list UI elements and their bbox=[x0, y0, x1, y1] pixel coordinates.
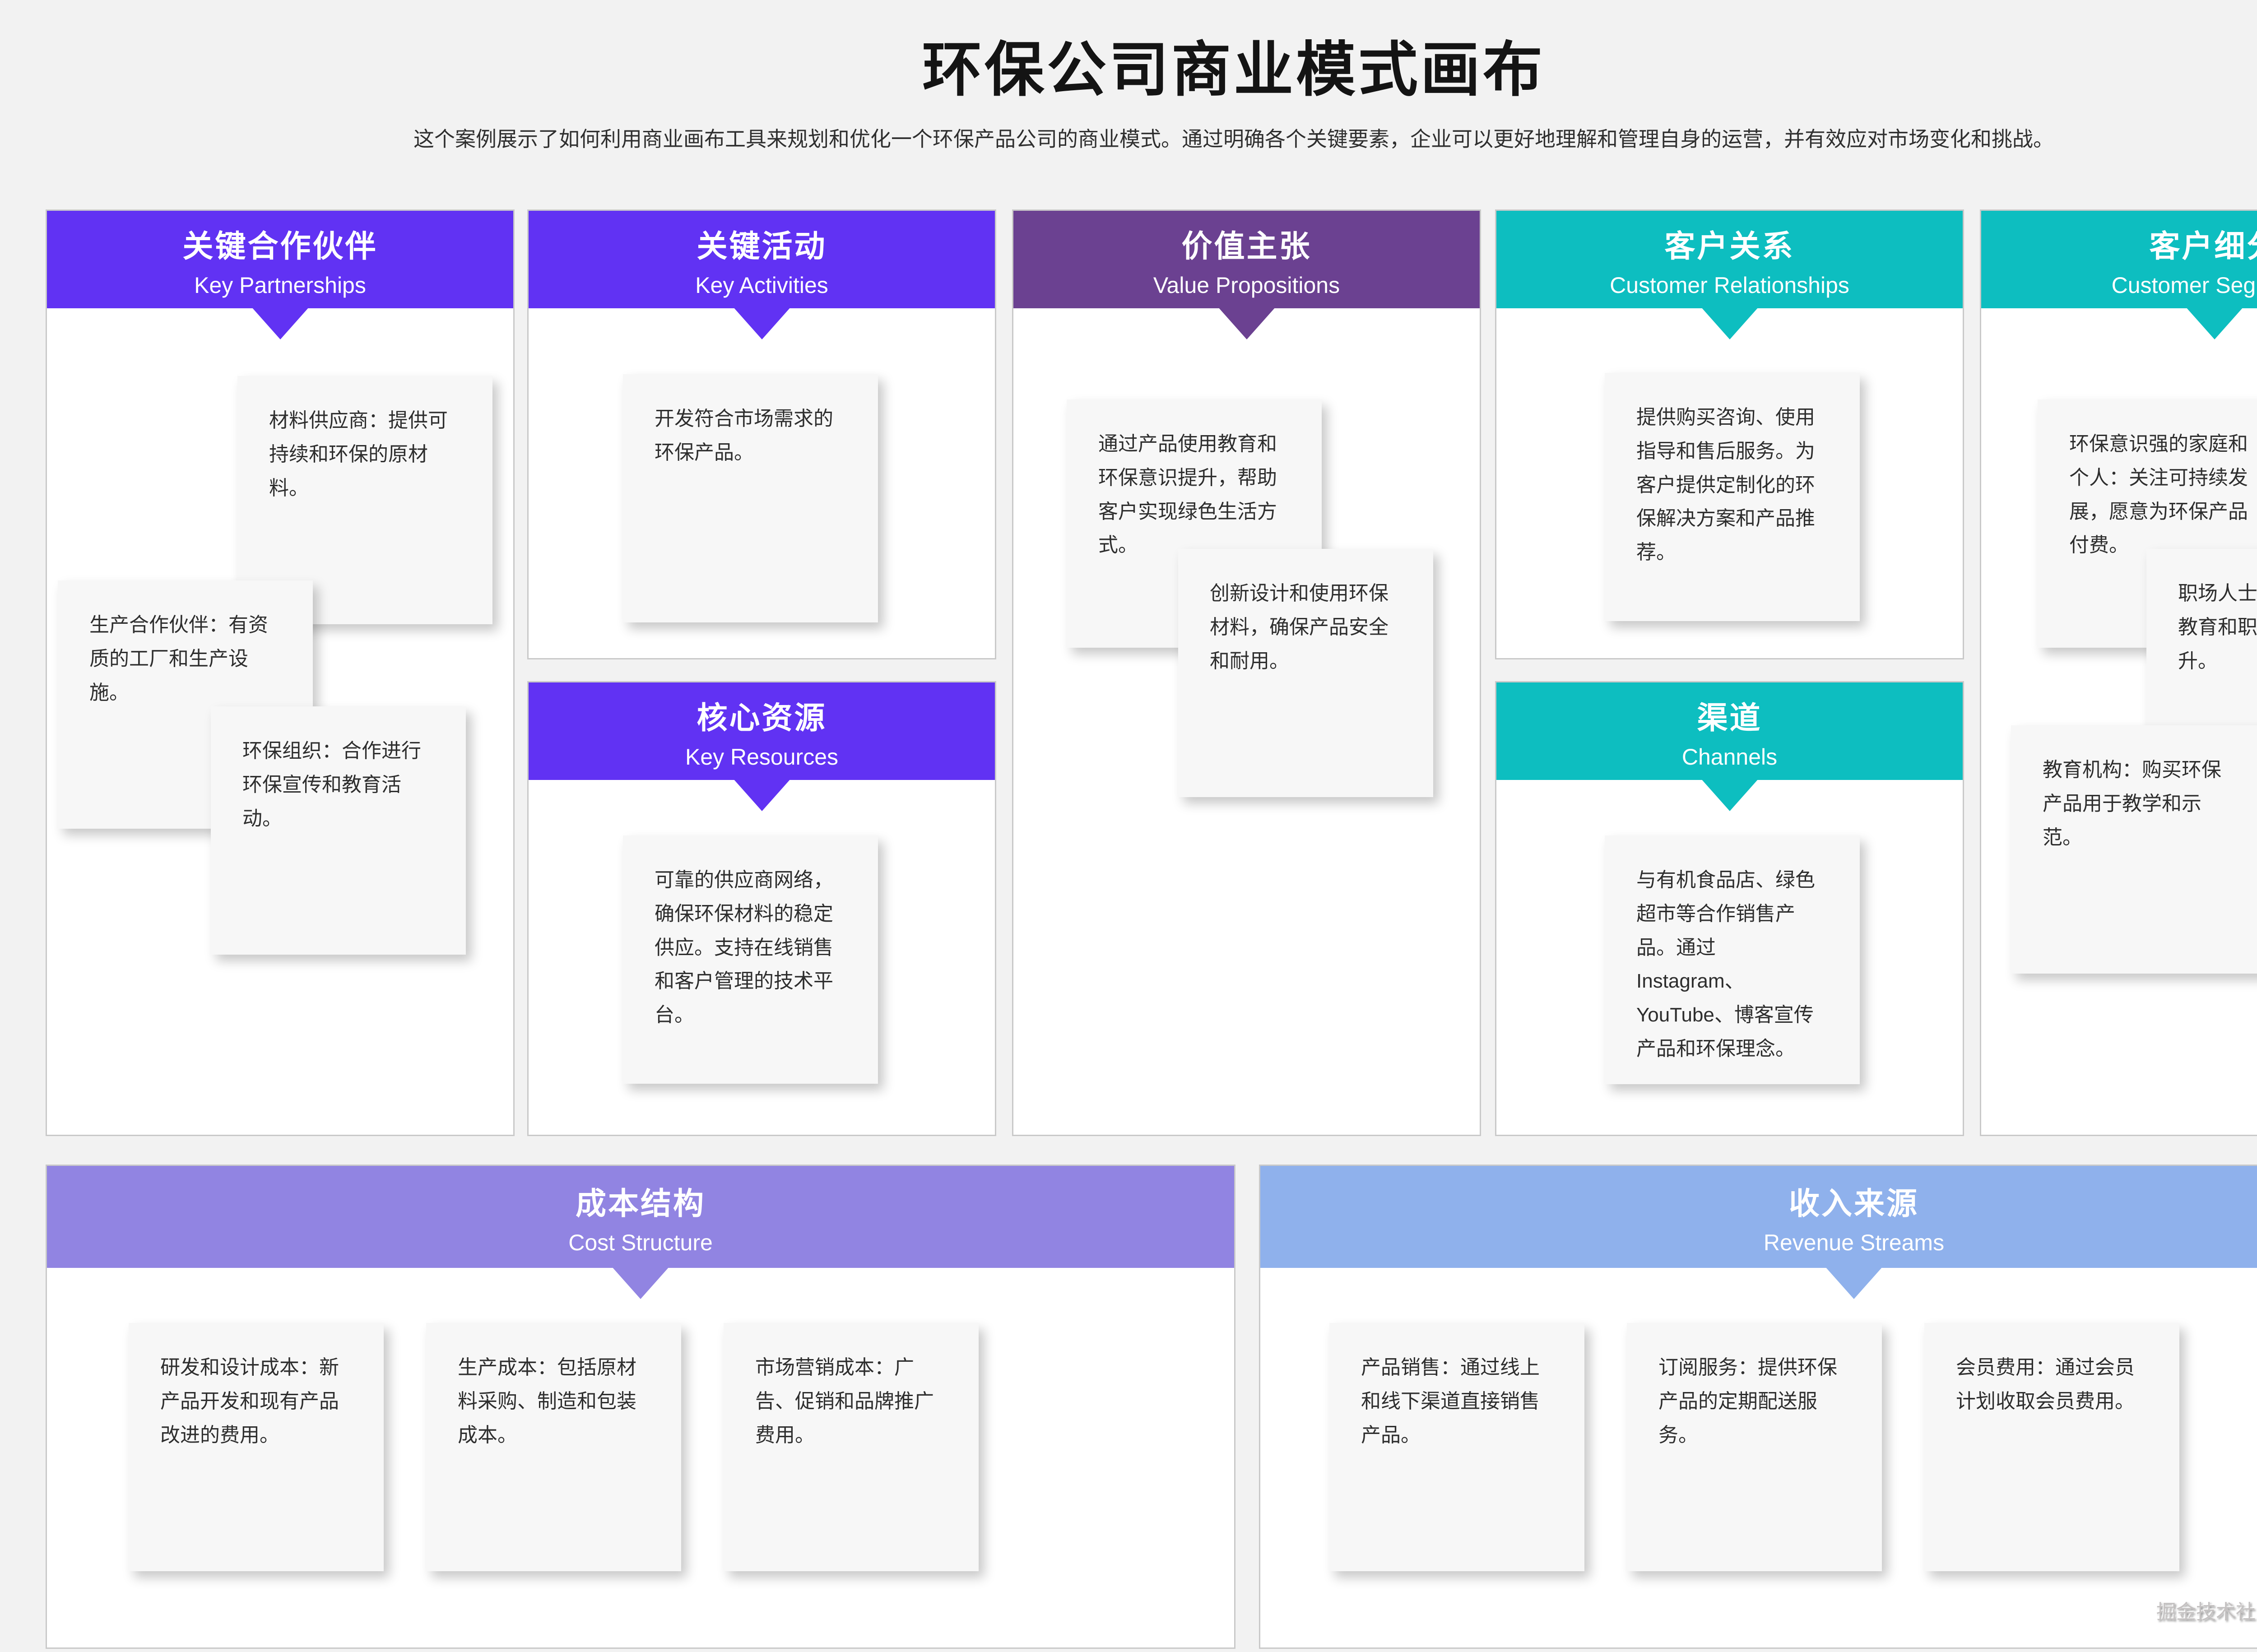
sticky-note: 研发和设计成本：新产品开发和现有产品改进的费用。 bbox=[129, 1323, 384, 1571]
page-subtitle: 这个案例展示了如何利用商业画布工具来规划和优化一个环保产品公司的商业模式。通过明… bbox=[413, 127, 2054, 151]
header-pointer-icon bbox=[733, 779, 791, 811]
section-title-en: Cost Structure bbox=[568, 1230, 713, 1255]
header-pointer-icon bbox=[2185, 307, 2243, 339]
sticky-note: 生产成本：包括原材料采购、制造和包装成本。 bbox=[426, 1323, 681, 1571]
section-header: 客户关系 Customer Relationships bbox=[1496, 211, 1963, 308]
section-header: 成本结构 Cost Structure bbox=[47, 1166, 1234, 1268]
header-pointer-icon bbox=[612, 1267, 669, 1299]
header-pointer-icon bbox=[1700, 307, 1759, 339]
section-title-zh: 客户关系 bbox=[1664, 229, 1795, 264]
section-title-zh: 客户细分 bbox=[2149, 229, 2257, 264]
sticky-note: 教育机构：购买环保产品用于教学和示范。 bbox=[2011, 725, 2257, 974]
sticky-note: 与有机食品店、绿色超市等合作销售产品。通过 Instagram、YouTube、… bbox=[1605, 835, 1860, 1084]
sticky-note: 订阅服务：提供环保产品的定期配送服务。 bbox=[1627, 1323, 1882, 1571]
section-title-en: Value Propositions bbox=[1153, 272, 1340, 298]
sticky-note: 可靠的供应商网络，确保环保材料的稳定供应。支持在线销售和客户管理的技术平台。 bbox=[623, 835, 878, 1084]
section-key-resources: 核心资源 Key Resources 可靠的供应商网络，确保环保材料的稳定供应。… bbox=[527, 681, 996, 1136]
section-header: 关键合作伙伴 Key Partnerships bbox=[47, 211, 513, 308]
section-title-zh: 价值主张 bbox=[1181, 229, 1312, 264]
section-title-zh: 关键活动 bbox=[697, 229, 827, 264]
section-channels: 渠道 Channels 与有机食品店、绿色超市等合作销售产品。通过 Instag… bbox=[1495, 681, 1964, 1136]
section-value-propositions: 价值主张 Value Propositions 通过产品使用教育和环保意识提升，… bbox=[1012, 209, 1481, 1136]
section-title-en: Customer Relationships bbox=[1610, 272, 1849, 298]
section-title-en: Revenue Streams bbox=[1763, 1230, 1945, 1255]
page-title: 环保公司商业模式画布 bbox=[922, 37, 1545, 103]
header-pointer-icon bbox=[733, 307, 791, 339]
header-pointer-icon bbox=[251, 307, 309, 339]
section-header: 客户细分 Customer Segments bbox=[1981, 211, 2257, 308]
section-header: 核心资源 Key Resources bbox=[529, 682, 995, 780]
section-title-zh: 核心资源 bbox=[697, 701, 827, 735]
sticky-note: 创新设计和使用环保材料，确保产品安全和耐用。 bbox=[1178, 549, 1433, 797]
sticky-note: 环保组织：合作进行环保宣传和教育活动。 bbox=[211, 706, 466, 955]
section-header: 关键活动 Key Activities bbox=[529, 211, 995, 308]
section-title-en: Customer Segments bbox=[2111, 272, 2257, 298]
section-header: 渠道 Channels bbox=[1496, 682, 1963, 780]
section-title-zh: 关键合作伙伴 bbox=[182, 229, 378, 264]
section-key-partnerships: 关键合作伙伴 Key Partnerships 材料供应商：提供可持续和环保的原… bbox=[46, 209, 515, 1136]
section-customer-segments: 客户细分 Customer Segments 环保意识强的家庭和个人：关注可持续… bbox=[1980, 209, 2257, 1136]
section-header: 价值主张 Value Propositions bbox=[1013, 211, 1480, 308]
section-title-en: Key Resources bbox=[685, 744, 839, 770]
section-revenue-streams: 收入来源 Revenue Streams 产品销售：通过线上和线下渠道直接销售产… bbox=[1259, 1165, 2257, 1649]
section-title-zh: 成本结构 bbox=[575, 1186, 706, 1221]
section-title-zh: 收入来源 bbox=[1788, 1186, 1919, 1221]
sticky-note: 开发符合市场需求的环保产品。 bbox=[623, 374, 878, 622]
section-header: 收入来源 Revenue Streams bbox=[1260, 1166, 2257, 1268]
section-title-en: Key Partnerships bbox=[194, 272, 366, 298]
sticky-note: 提供购买咨询、使用指导和售后服务。为客户提供定制化的环保解决方案和产品推荐。 bbox=[1605, 373, 1860, 621]
section-title-zh: 渠道 bbox=[1697, 701, 1762, 735]
section-customer-relationships: 客户关系 Customer Relationships 提供购买咨询、使用指导和… bbox=[1495, 209, 1964, 659]
sticky-note: 产品销售：通过线上和线下渠道直接销售产品。 bbox=[1329, 1323, 1584, 1571]
section-title-en: Channels bbox=[1681, 744, 1778, 770]
section-cost-structure: 成本结构 Cost Structure 研发和设计成本：新产品开发和现有产品改进… bbox=[46, 1165, 1235, 1649]
header-pointer-icon bbox=[1825, 1267, 1883, 1299]
watermark: 掘金技术社区 @ 职场工具箱 bbox=[2156, 1601, 2257, 1623]
sticky-note: 市场营销成本：广告、促销和品牌推广费用。 bbox=[724, 1323, 979, 1571]
header-pointer-icon bbox=[1217, 307, 1276, 339]
section-title-en: Key Activities bbox=[695, 272, 828, 298]
header-pointer-icon bbox=[1700, 779, 1759, 811]
sticky-note: 会员费用：通过会员计划收取会员费用。 bbox=[1924, 1323, 2179, 1571]
section-key-activities: 关键活动 Key Activities 开发符合市场需求的环保产品。 bbox=[527, 209, 996, 659]
